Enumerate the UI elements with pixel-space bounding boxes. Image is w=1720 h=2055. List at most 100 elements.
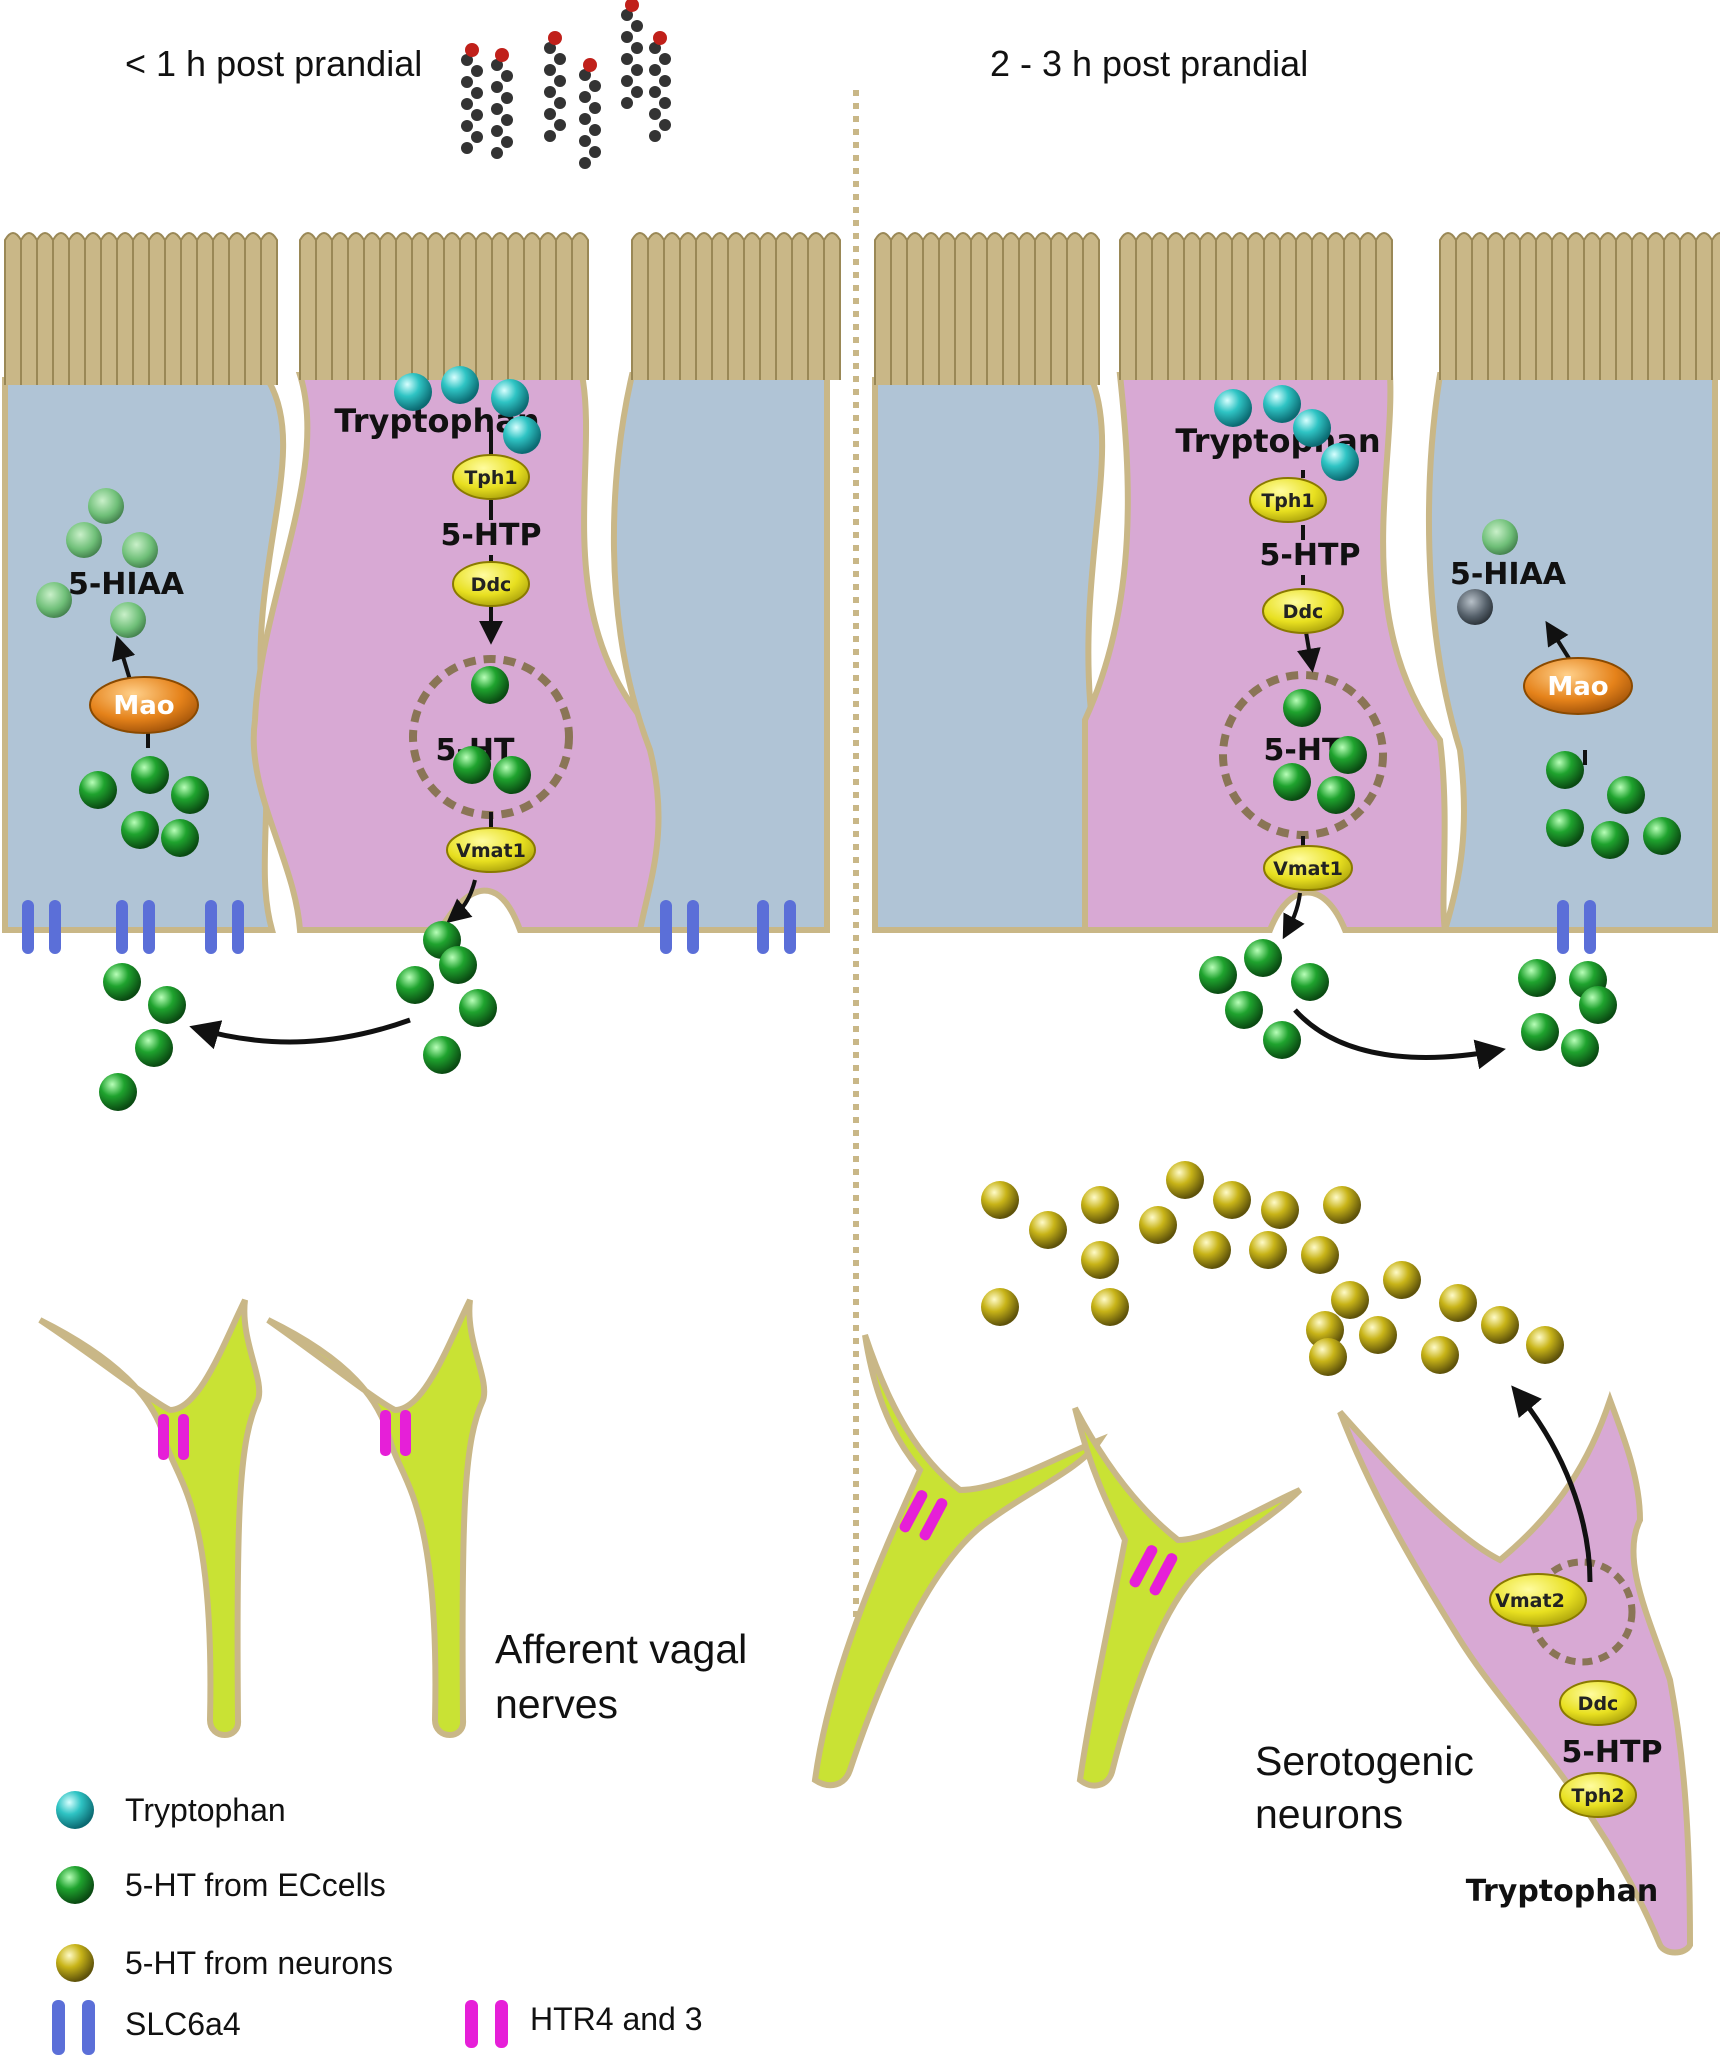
microvillus <box>1343 232 1361 380</box>
microvillus <box>1615 232 1633 380</box>
serotonin-neuron-molecule <box>1029 1211 1067 1249</box>
microvillus <box>1050 232 1068 385</box>
serotonin-neuron-molecule <box>1526 1326 1564 1364</box>
fatty-acid-bead <box>554 75 566 87</box>
fatty-acid-bead <box>589 124 601 136</box>
serotonin-neuron-molecule <box>1091 1288 1129 1326</box>
microvillus <box>1359 232 1377 380</box>
left-cell-3 <box>610 372 830 933</box>
microvillus <box>1487 232 1505 380</box>
tryptophan-molecule <box>491 379 529 417</box>
microvillus <box>631 232 649 380</box>
tryptophan-molecule <box>441 366 479 404</box>
left-epithelium: Tph1 Ddc Vmat1 Mao Tryptophan 5-HTP 5-HT… <box>2 232 841 1050</box>
serotonin-neuron-molecule <box>1081 1186 1119 1224</box>
serotonin-ec-molecule <box>1283 689 1321 727</box>
serotonin-neuron-molecule <box>981 1181 1019 1219</box>
fatty-acid-bead <box>471 131 483 143</box>
enzyme-tph1-right <box>1249 477 1327 523</box>
transporter-icon <box>784 900 796 954</box>
microvillus <box>1119 232 1137 380</box>
microvillus <box>260 232 278 385</box>
microvillus <box>743 232 761 380</box>
transporter-icon <box>687 900 699 954</box>
fatty-acid-bead <box>579 69 591 81</box>
microvillus <box>1647 232 1665 380</box>
microvillus <box>459 232 477 380</box>
fatty-acid-bead <box>579 157 591 169</box>
fatty-acid-head <box>495 48 509 62</box>
serotonin-ec-molecule <box>471 666 509 704</box>
microvillus <box>507 232 525 380</box>
tryptophan-molecule <box>1263 385 1301 423</box>
microvillus <box>711 232 729 380</box>
microvillus <box>315 232 333 380</box>
microvillus <box>555 232 573 380</box>
receptor-icon <box>158 1414 169 1460</box>
microvillus <box>244 232 262 385</box>
fatty-acid-bead <box>554 97 566 109</box>
serotonin-ec-molecule <box>1244 939 1282 977</box>
fatty-acid-bead <box>501 114 513 126</box>
serotonin-neuron-molecule <box>1301 1236 1339 1274</box>
serotogenic-neuron <box>1337 1391 1694 1956</box>
serotonin-neuron-molecule <box>981 1288 1019 1326</box>
microvillus <box>68 232 86 385</box>
microvillus <box>1503 232 1521 380</box>
microvillus <box>906 232 924 385</box>
serotonin-ec-molecule <box>1521 1013 1559 1051</box>
mao-label-left: Mao <box>113 691 174 721</box>
serotonin-neuron-molecule <box>1139 1206 1177 1244</box>
microvillus <box>1455 232 1473 380</box>
serotonin-neuron-molecule <box>1481 1306 1519 1344</box>
microvillus <box>411 232 429 380</box>
transporter-icon <box>757 900 769 954</box>
serotonin-ec-molecule <box>453 746 491 784</box>
fatty-acid-bead <box>649 108 661 120</box>
fatty-acid-bead <box>461 76 473 88</box>
fatty-acid-bead <box>589 102 601 114</box>
receptor-icon <box>380 1410 391 1456</box>
microvillus <box>1695 232 1713 380</box>
fatty-acid-bead <box>471 65 483 77</box>
microvillus <box>1066 232 1084 385</box>
microvillus <box>807 232 825 380</box>
microvillus <box>970 232 988 385</box>
fatty-acid-bead <box>491 103 503 115</box>
outflow-arrow-right <box>1293 1008 1506 1070</box>
serotonin-neuron-molecule <box>1213 1181 1251 1219</box>
microvillus <box>100 232 118 385</box>
microvillus <box>1519 232 1537 380</box>
transporter-icon <box>232 900 244 954</box>
fatty-acid-bead <box>461 54 473 66</box>
serotonin-ec-molecule <box>171 776 209 814</box>
fatty-acid-bead <box>659 75 671 87</box>
microvillus <box>427 232 445 380</box>
enzyme-vmat1-left <box>446 827 536 873</box>
serotonin-neuron-molecule <box>1193 1231 1231 1269</box>
fatty-acid-bead <box>589 146 601 158</box>
microvillus <box>20 232 38 385</box>
transporter-icon <box>660 900 672 954</box>
serotonin-ec-molecule <box>1291 963 1329 1001</box>
legend-ht-ec-icon <box>56 1866 94 1904</box>
serotogenic-label-1: Serotogenic <box>1255 1738 1474 1784</box>
microvillus <box>539 232 557 380</box>
nerve-right-1 <box>811 1334 1108 1789</box>
microvillus <box>1567 232 1585 380</box>
microvillus <box>1711 232 1720 380</box>
fatty-acid-bead <box>631 42 643 54</box>
fatty-acid-bead <box>579 91 591 103</box>
fatty-acid-bead <box>649 130 661 142</box>
fatty-acid-bead <box>491 147 503 159</box>
tryptophan-molecule <box>1321 443 1359 481</box>
microvillus <box>4 232 22 385</box>
fatty-acid-bead <box>621 53 633 65</box>
serotonin-ec-molecule <box>131 756 169 794</box>
microvillus <box>1167 232 1185 380</box>
fatty-acid-bead <box>659 53 671 65</box>
fatty-acid-bead <box>631 64 643 76</box>
serotonin-neuron-molecule <box>1081 1241 1119 1279</box>
microvillus <box>1018 232 1036 385</box>
fatty-acid-bead <box>501 92 513 104</box>
